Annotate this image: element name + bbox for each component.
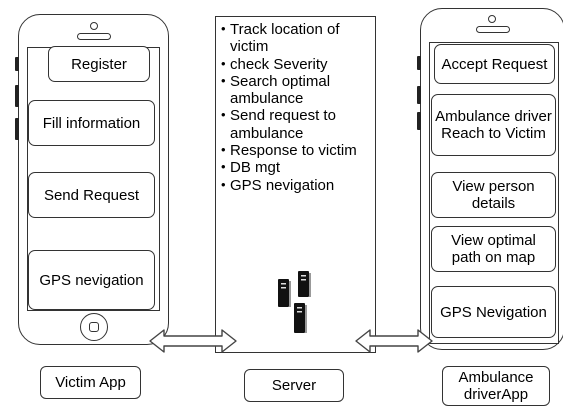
speaker-icon xyxy=(77,33,111,40)
volume-button-icon xyxy=(417,112,421,130)
volume-button-icon xyxy=(15,85,19,107)
accept-request-button[interactable]: Accept Request xyxy=(434,44,555,84)
server-task: check Severity xyxy=(221,55,375,73)
volume-button-icon xyxy=(417,86,421,104)
double-arrow-icon xyxy=(149,329,237,353)
home-button-icon xyxy=(80,313,108,341)
server-caption: Server xyxy=(244,369,344,402)
gps-navigation-button[interactable]: GPS nevigation xyxy=(28,250,155,310)
camera-icon xyxy=(90,22,98,30)
driver-app-caption: Ambulance driverApp xyxy=(442,366,550,406)
server-task: GPS nevigation xyxy=(221,176,375,194)
register-button[interactable]: Register xyxy=(48,46,150,82)
volume-button-icon xyxy=(15,57,19,71)
fill-information-button[interactable]: Fill information xyxy=(28,100,155,146)
camera-icon xyxy=(488,15,496,23)
server-task: Send request to ambulance xyxy=(221,106,375,142)
victim-app-caption: Victim App xyxy=(40,366,141,399)
server-task: Response to victim xyxy=(221,141,375,159)
driver-reach-victim-button[interactable]: Ambulance driver Reach to Victim xyxy=(431,94,556,156)
gps-navigation-button[interactable]: GPS Nevigation xyxy=(431,286,556,338)
send-request-button[interactable]: Send Request xyxy=(28,172,155,218)
server-task-list: Track location of victim check Severity … xyxy=(216,17,375,194)
server-task: DB mgt xyxy=(221,158,375,176)
server-rack-icon xyxy=(278,271,311,333)
server-task: Search optimal ambulance xyxy=(221,72,375,108)
double-arrow-icon xyxy=(355,329,433,353)
volume-button-icon xyxy=(15,118,19,140)
view-person-details-button[interactable]: View person details xyxy=(431,172,556,218)
view-optimal-path-button[interactable]: View optimal path on map xyxy=(431,226,556,272)
volume-button-icon xyxy=(417,56,421,70)
server-task: Track location of victim xyxy=(221,20,375,56)
server-panel: Track location of victim check Severity … xyxy=(215,16,376,353)
speaker-icon xyxy=(476,26,510,33)
